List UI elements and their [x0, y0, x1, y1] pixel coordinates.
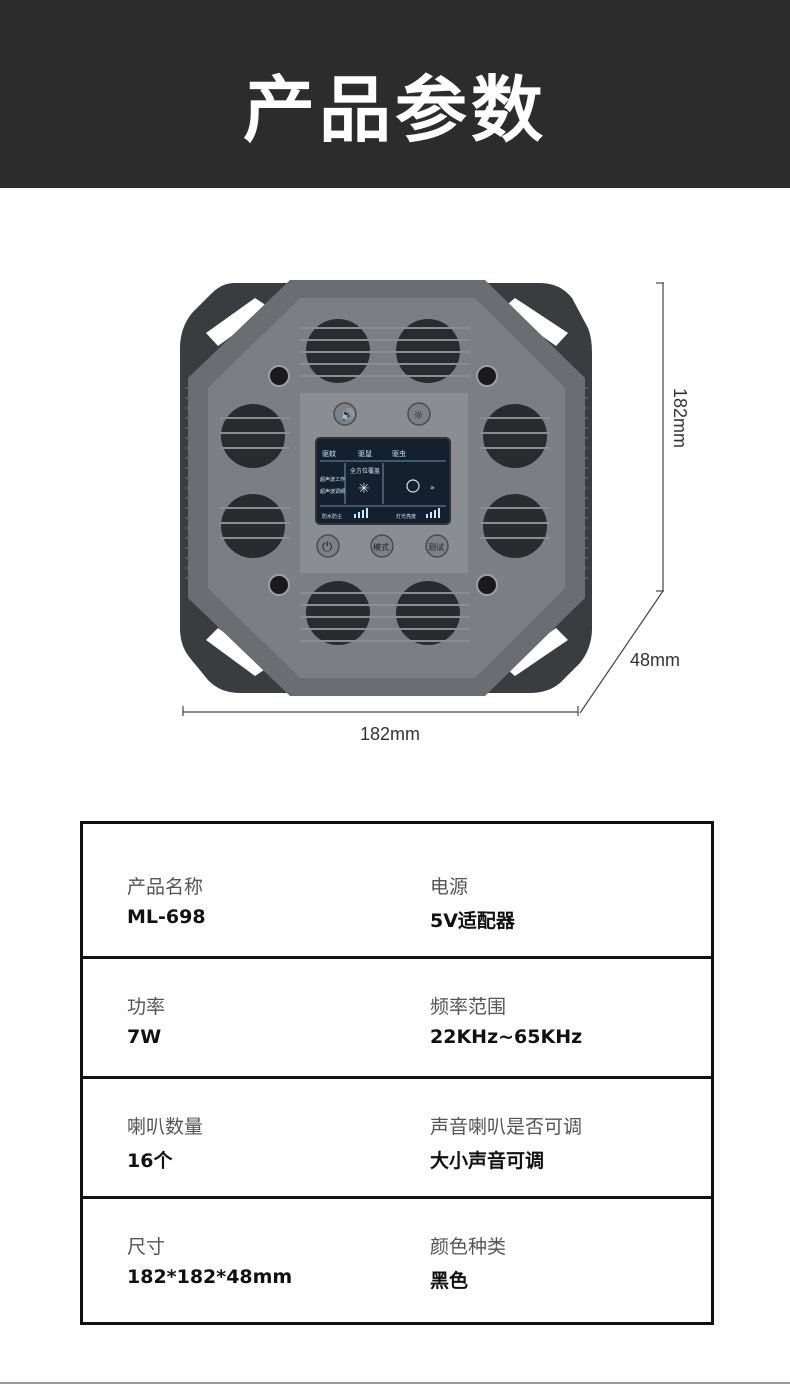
spec-label: 声音喇叭是否可调	[430, 1116, 583, 1138]
spec-cell: 功率 7W	[127, 959, 407, 1076]
spec-cell: 电源 5V适配器	[430, 824, 700, 944]
mode-button	[370, 534, 394, 558]
spec-cell: 产品名称 ML-698	[127, 824, 407, 944]
spec-value: 5V适配器	[430, 910, 515, 932]
spec-label: 频率范围	[430, 996, 507, 1018]
spec-cell: 声音喇叭是否可调 大小声音可调	[430, 1079, 700, 1196]
spec-label: 喇叭数量	[127, 1116, 204, 1138]
spec-row: 喇叭数量 16个 声音喇叭是否可调 大小声音可调	[83, 1076, 711, 1196]
screen-bottom-left: 防水防尘	[322, 513, 342, 520]
spec-row: 产品名称 ML-698 电源 5V适配器	[83, 824, 711, 944]
spec-row: 尺寸 182*182*48mm 颜色种类 黑色	[83, 1196, 711, 1316]
grille-slats	[220, 327, 550, 642]
dimension-height: 182mm	[670, 388, 690, 449]
mode-button-label: 模式	[373, 542, 389, 552]
spec-label: 功率	[127, 996, 166, 1018]
spec-value: 182*182*48mm	[127, 1266, 293, 1288]
spec-label: 颜色种类	[430, 1236, 507, 1258]
spec-label: 产品名称	[127, 876, 204, 898]
bottom-divider	[0, 1382, 790, 1384]
spec-value: ML-698	[127, 906, 206, 928]
screen-tab-1: 驱蚊	[322, 449, 336, 458]
volume-icon: 🔊	[340, 407, 355, 422]
forward-icon: »	[430, 483, 435, 492]
spec-value: 7W	[127, 1026, 162, 1048]
signal-bars	[354, 508, 440, 518]
spec-cell: 尺寸 182*182*48mm	[127, 1199, 407, 1316]
power-button	[316, 534, 340, 558]
spec-value: 黑色	[430, 1270, 469, 1292]
screen-status-1: 超声波工作	[320, 476, 345, 483]
spec-value: 22KHz~65KHz	[430, 1026, 583, 1048]
spec-value: 大小声音可调	[430, 1150, 545, 1172]
device-drawing: 🔊 ☼ 驱蚊 驱鼠 驱虫 全方位覆盖 超声波工作 超声波调频 ✳ » 防水防尘 …	[180, 280, 664, 716]
dimension-lines	[182, 282, 664, 716]
screen-status-2: 超声波调频	[320, 488, 345, 495]
test-button-label: 测试	[428, 542, 444, 552]
brightness-icon: ☼	[413, 408, 424, 422]
page-title: 产品参数	[242, 67, 547, 152]
test-button	[425, 534, 449, 558]
spec-cell: 颜色种类 黑色	[430, 1199, 700, 1316]
spec-cell: 喇叭数量 16个	[127, 1079, 407, 1196]
spec-table: 产品名称 ML-698 电源 5V适配器 功率 7W 频率范围 22KHz~65…	[80, 821, 714, 1325]
dimension-depth: 48mm	[630, 650, 681, 670]
spec-label: 尺寸	[127, 1236, 166, 1258]
snowflake-icon: ✳	[358, 481, 370, 497]
top-buttons	[333, 402, 431, 426]
ring-icon	[406, 479, 420, 493]
spec-row: 功率 7W 频率范围 22KHz~65KHz	[83, 956, 711, 1076]
screen-tab-3: 驱虫	[392, 449, 406, 458]
spec-cell: 频率范围 22KHz~65KHz	[430, 959, 700, 1076]
screen-tab-2: 驱鼠	[358, 449, 372, 458]
screen-bottom-right: 灯光亮度	[396, 513, 416, 520]
power-icon: ⏻	[322, 540, 332, 555]
corner-lights	[268, 365, 498, 596]
spec-value: 16个	[127, 1150, 173, 1172]
product-illustration: 🔊 ☼ 驱蚊 驱鼠 驱虫 全方位覆盖 超声波工作 超声波调频 ✳ » 防水防尘 …	[0, 188, 790, 808]
page-header: 产品参数	[0, 0, 790, 188]
spec-label: 电源	[430, 876, 469, 898]
screen-mode: 全方位覆盖	[350, 467, 380, 475]
dimension-width: 182mm	[360, 724, 421, 744]
